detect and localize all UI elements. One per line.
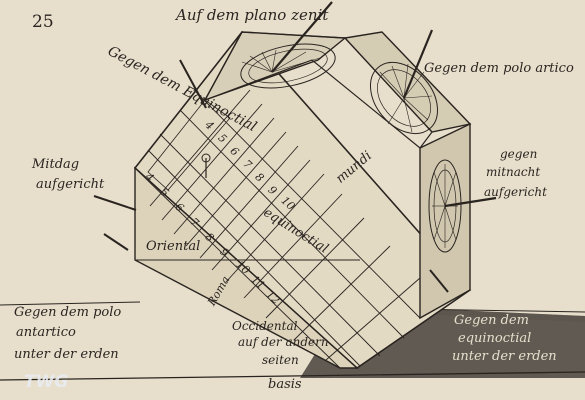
equinoctial-gnomon-upper xyxy=(179,59,207,109)
label-mitdag-aufgericht: aufgericht xyxy=(36,177,105,192)
label-unter-erden-line2: equinoctial xyxy=(458,331,532,346)
label-polo-antartico-line1: Gegen dem polo xyxy=(14,305,122,320)
top-dial-hour-lines xyxy=(241,49,321,73)
label-mitnacht-aufgericht: aufgericht xyxy=(484,185,547,199)
polar-dial-inner-ring xyxy=(377,69,431,127)
right-gnomon-lower xyxy=(429,269,449,293)
equinoctial-band xyxy=(147,99,231,191)
label-polo-artico: Gegen dem polo artico xyxy=(424,61,574,76)
label-polo-antartico-line3: unter der erden xyxy=(14,347,119,362)
label-unter-erden-line3: unter der erden xyxy=(452,349,557,364)
label-occidental-line3: seiten xyxy=(262,353,299,367)
label-polo-antartico-line2: antartico xyxy=(16,325,76,340)
meridian-gnomon xyxy=(93,195,137,211)
label-occidental-line2: auf der andern xyxy=(238,335,329,349)
polar-dial-hour-lines xyxy=(379,63,433,133)
label-unter-erden-line1: Gegen dem xyxy=(454,313,529,328)
label-occidental-line1: Occidental xyxy=(232,319,298,333)
zenith-gnomon xyxy=(271,1,333,73)
front-face-grid xyxy=(134,89,421,369)
top-dial-inner-ring xyxy=(248,48,328,84)
ground-line xyxy=(0,371,585,381)
left-gnomon-lower xyxy=(103,233,129,251)
label-zenit: Auf dem plano zenit xyxy=(176,6,329,24)
polar-dial-ring xyxy=(370,61,438,135)
page-number: 25 xyxy=(32,12,54,32)
label-basis: basis xyxy=(268,377,302,392)
label-oriental: Oriental xyxy=(146,239,201,254)
north-gnomon xyxy=(444,196,497,208)
north-dial-ring xyxy=(428,159,462,253)
label-mitnacht: mitnacht xyxy=(486,165,541,179)
horizon-line-left xyxy=(0,301,141,306)
watermark-logo: TWG xyxy=(24,372,69,392)
label-mitdag: Mitdag xyxy=(32,157,80,172)
top-dial-ring xyxy=(240,43,336,89)
polar-gnomon xyxy=(402,29,434,99)
label-mitnacht-gegen: gegen xyxy=(500,147,538,161)
